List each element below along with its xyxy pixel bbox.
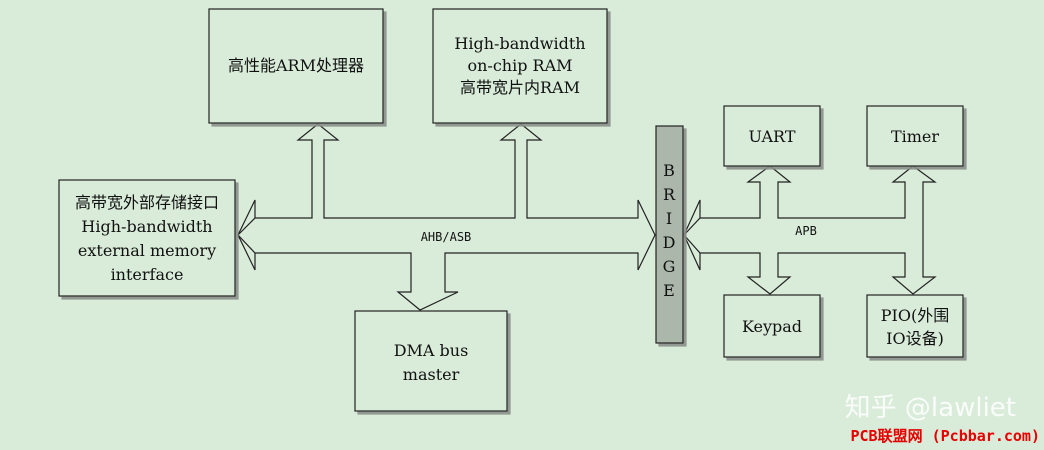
bridge-letter-r: R — [663, 185, 676, 204]
onchip-ram-line1: High-bandwidth — [454, 34, 585, 53]
dma-line2: master — [403, 365, 460, 384]
apb-left-arrowhead — [683, 199, 701, 271]
pio-line1: PIO(外围 — [881, 306, 949, 325]
ext-mem-line3: external memory — [78, 241, 216, 260]
apb-bus-label: APB — [795, 224, 817, 238]
onchip-ram-line2: on-chip RAM — [467, 56, 572, 75]
pcbbar-watermark: PCB联盟网 (Pcbbar.com) — [851, 427, 1041, 445]
onchip-ram-box — [432, 8, 608, 124]
bridge-letter-g: G — [663, 257, 676, 276]
bridge-box — [655, 125, 684, 344]
ext-mem-line1: 高带宽外部存储接口 — [75, 193, 219, 212]
ahb-bus-shape — [237, 123, 656, 311]
timer-label: Timer — [891, 127, 939, 146]
external-memory-box — [58, 179, 236, 297]
ahb-bus-label: AHB/ASB — [421, 230, 472, 244]
ext-mem-line4: interface — [111, 265, 184, 284]
arm-cpu-label: 高性能ARM处理器 — [228, 56, 364, 75]
bridge-letter-b: B — [663, 161, 675, 180]
keypad-label: Keypad — [742, 317, 802, 336]
uart-label: UART — [749, 127, 796, 146]
pio-box — [866, 294, 964, 358]
dma-line1: DMA bus — [394, 341, 469, 360]
bridge-letter-d: D — [663, 233, 676, 252]
ext-mem-line2: High-bandwidth — [81, 217, 212, 236]
arm-cpu-box — [208, 8, 384, 124]
zhihu-watermark: 知乎 @lawliet — [845, 393, 1016, 423]
bridge-letter-e: E — [663, 281, 675, 300]
timer-box — [866, 105, 964, 167]
keypad-box — [723, 294, 821, 358]
ahb-left-arrowhead — [237, 199, 256, 271]
uart-box — [723, 105, 821, 167]
pio-line2: IO设备) — [886, 329, 944, 348]
onchip-ram-line3: 高带宽片内RAM — [460, 78, 580, 97]
dma-box — [354, 310, 508, 412]
bridge-letter-i: I — [666, 209, 672, 228]
